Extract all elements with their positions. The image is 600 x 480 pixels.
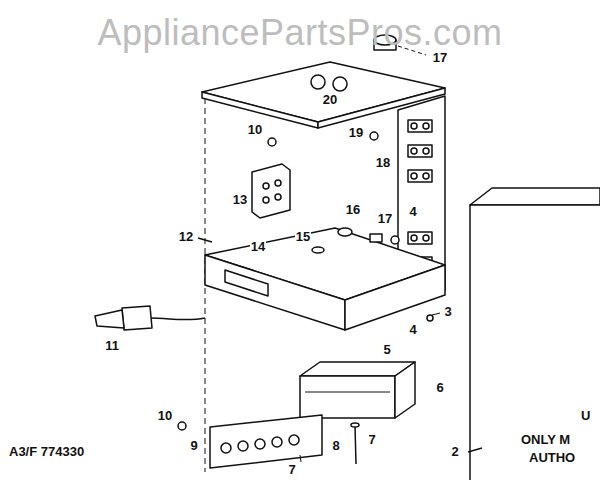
leader-line	[432, 313, 440, 315]
plug-tip	[95, 310, 124, 328]
callout-number: 5	[382, 343, 391, 357]
screw	[178, 422, 186, 430]
cover-text: U	[580, 409, 591, 423]
plug	[122, 306, 152, 330]
callout-number: 11	[104, 339, 120, 353]
lid-edge	[318, 88, 445, 128]
watermark: AppliancePartsPros.com	[96, 13, 503, 53]
callout-number: 4	[408, 323, 417, 337]
cover-text: ONLY M	[520, 433, 571, 447]
grommet	[338, 228, 352, 236]
chassis-front	[205, 255, 345, 330]
callout-number: 17	[377, 212, 393, 226]
screw	[300, 455, 301, 462]
screw	[351, 423, 359, 427]
screw	[427, 315, 433, 321]
callout-number: 3	[443, 305, 452, 319]
terminal-blocks	[408, 120, 432, 269]
cord	[150, 318, 205, 320]
nut	[391, 236, 399, 244]
callout-number: 16	[345, 203, 361, 217]
callout-number: 7	[287, 463, 296, 477]
screw	[355, 426, 356, 464]
callout-number: 15	[295, 230, 311, 244]
lid	[202, 62, 445, 122]
callout-number: 10	[247, 123, 263, 137]
transformer-front	[300, 376, 395, 418]
callout-number: 12	[178, 230, 194, 244]
switch-opening	[225, 270, 268, 296]
relay-bracket	[252, 164, 290, 218]
callout-number: 17	[432, 51, 448, 65]
chassis-side	[345, 265, 445, 330]
screw	[370, 132, 378, 140]
callout-number: 8	[331, 439, 340, 453]
transformer-side	[395, 362, 415, 418]
cover-front	[470, 205, 600, 480]
callout-number: 9	[189, 439, 198, 453]
callout-number: 7	[367, 433, 376, 447]
switch-plate	[210, 415, 322, 468]
callout-number: 13	[232, 193, 248, 207]
drawing-number: A3/F 774330	[8, 445, 85, 459]
grommet	[312, 247, 324, 253]
clip	[370, 234, 382, 242]
callout-number: 10	[157, 409, 173, 423]
cover-top	[470, 188, 600, 205]
lid-hole	[333, 77, 347, 91]
screw	[468, 448, 482, 452]
callout-number: 6	[435, 381, 444, 395]
screw	[268, 138, 276, 146]
cover-text: AUTHO	[528, 451, 576, 465]
callout-number: 4	[408, 205, 417, 219]
screw	[198, 238, 212, 242]
lid-hole	[311, 75, 325, 89]
callout-number: 14	[250, 240, 266, 254]
callout-number: 19	[348, 126, 364, 140]
callout-number: 2	[450, 445, 459, 459]
callout-number: 18	[375, 156, 391, 170]
callout-number: 20	[322, 93, 338, 107]
